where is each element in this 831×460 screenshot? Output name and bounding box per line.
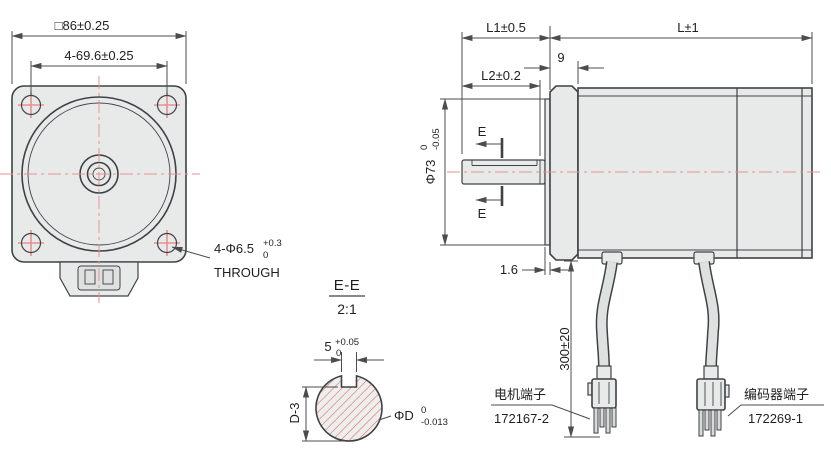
- dimension-flange-thickness: 9: [524, 50, 604, 84]
- encoder-connector: [696, 365, 730, 437]
- motor-connector-callout: 电机端子 172167-2: [491, 387, 591, 426]
- section-cut-marks: E E: [475, 124, 504, 221]
- dimension-square-size: □86±0.25: [11, 18, 187, 84]
- shaft-circle: [86, 161, 112, 187]
- flange-side: [549, 85, 579, 261]
- pilot-tol-upper: 0: [419, 145, 430, 150]
- mounting-hole-bottom-left: [18, 230, 44, 256]
- shaft-dia-label: ΦD: [394, 408, 414, 423]
- motor-body: [577, 87, 813, 259]
- section-title: E-E: [334, 277, 361, 294]
- callout-mounting-holes: 4-Φ6.5 +0.3 0 THROUGH: [171, 238, 282, 280]
- dimension-pilot-height: 1.6: [500, 247, 568, 277]
- hole-callout-label: 4-Φ6.5: [214, 241, 254, 256]
- section-view: E-E 2:1 5 +0.05 0 D-3 ΦD 0 -0.013: [287, 277, 448, 442]
- dim-l-label: L±1: [677, 20, 699, 35]
- dim-l1-label: L1±0.5: [486, 20, 526, 35]
- encoder-connector-label: 编码器端子: [744, 387, 809, 402]
- dim-9-label: 9: [557, 50, 564, 65]
- hole-callout-note: THROUGH: [214, 265, 280, 280]
- key-width-tol-upper: +0.05: [335, 337, 359, 348]
- hole-callout-tol-upper: +0.3: [263, 238, 282, 249]
- shaft-dia-tol-upper: 0: [421, 405, 426, 416]
- section-mark-bottom-label: E: [478, 206, 487, 221]
- motor-cable: [595, 261, 618, 369]
- key-width-tol-lower: 0: [336, 348, 341, 359]
- motor-connector-label: 电机端子: [494, 387, 546, 402]
- dim-300-label: 300±20: [557, 327, 572, 370]
- dimension-shaft-length: L1±0.5: [461, 20, 551, 154]
- dim-1-6-label: 1.6: [500, 262, 518, 277]
- motor-connector-part: 172167-2: [494, 411, 549, 426]
- dimension-cable-length: 300±20: [557, 260, 600, 438]
- key-depth-label: D-3: [287, 403, 302, 424]
- dimension-key-length: L2±0.2: [461, 68, 541, 156]
- key-width-label: 5: [324, 339, 331, 354]
- encoder-connector-part: 172269-1: [748, 411, 803, 426]
- encoder-connector-callout: 编码器端子 172269-1: [727, 387, 824, 426]
- dim-l2-label: L2±0.2: [481, 68, 521, 83]
- pilot-tol-lower: -0.05: [431, 128, 442, 150]
- section-mark-top-label: E: [478, 124, 487, 139]
- dimension-body-length: L±1: [549, 20, 813, 84]
- encoder-cable: [698, 261, 720, 369]
- callout-shaft-diameter: ΦD 0 -0.013: [378, 405, 448, 428]
- dimension-pilot-diameter: Φ73 0 -0.05: [419, 98, 546, 246]
- mounting-hole-bottom-right: [154, 230, 180, 256]
- dim-bolt-spacing-label: 4-69.6±0.25: [64, 48, 133, 63]
- dimension-key-width: 5 +0.05 0: [314, 337, 384, 372]
- front-view: □86±0.25 4-69.6±0.25 4-Φ6.5 +0.3 0 THROU…: [0, 18, 282, 303]
- dim-pilot-dia-label: Φ73: [423, 160, 438, 185]
- shaft-dia-tol-lower: -0.013: [421, 417, 448, 428]
- shaft-section-shape: [315, 374, 383, 442]
- dimension-bolt-spacing: 4-69.6±0.25: [30, 48, 168, 96]
- side-view: E E L1±0.5 L±1 9 L2±0.2: [419, 20, 824, 438]
- dim-square-label: □86±0.25: [55, 18, 110, 33]
- motor-connector: [587, 365, 617, 434]
- hole-callout-tol-lower: 0: [263, 250, 268, 261]
- dimension-key-depth: D-3: [287, 386, 346, 442]
- section-scale: 2:1: [337, 301, 357, 317]
